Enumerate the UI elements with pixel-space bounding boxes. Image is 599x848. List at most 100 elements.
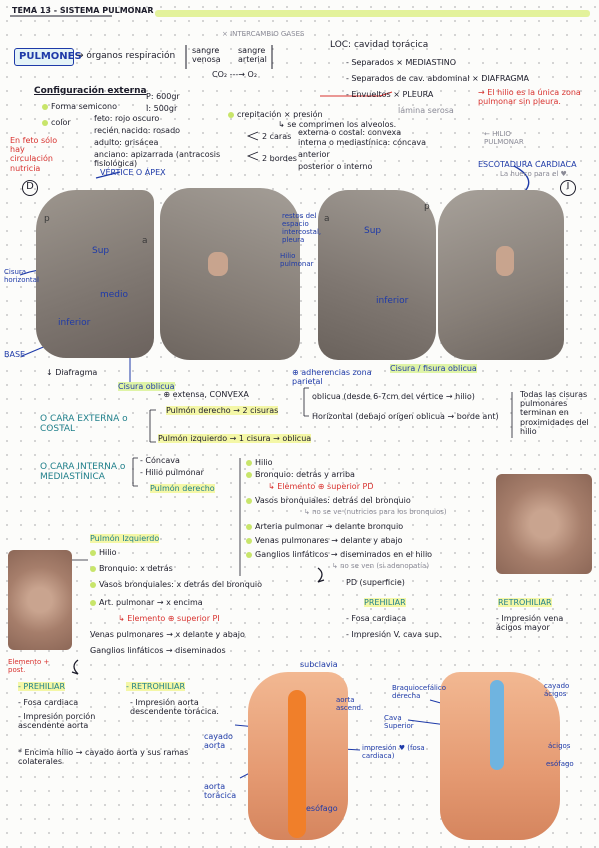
ci-item: ↳ no se ve (nutricios para los bronquios… (304, 508, 447, 516)
label-i: I (560, 180, 576, 196)
sangre-arterial: sangre arterial (238, 46, 267, 65)
pi-retrohiliar: - RETROHILIAR (126, 682, 186, 691)
cara-int: interna o mediastínica: cóncava (298, 138, 427, 147)
bullet-icon (90, 565, 96, 572)
label-p: p (44, 214, 50, 224)
bullet-icon (42, 119, 48, 126)
hilio-pi-photo (8, 550, 72, 650)
bordes: 2 bordes (262, 154, 297, 163)
pi-title: Pulmón Izquierdo (90, 534, 160, 543)
cara-ext-oblicua: oblicua (desde 6-7cm del vértice → hilio… (312, 392, 475, 401)
bullet-icon (42, 103, 48, 110)
lobe-inferior-left: inferior (376, 296, 409, 306)
lobe-sup-left: Sup (364, 226, 382, 236)
label-cava-superior: Cava Superior (384, 714, 414, 731)
bullet-icon (246, 551, 252, 558)
lung-right-medial-image (160, 188, 300, 360)
cisuras-nota: Todas las cisuras pulmonares terminan en… (520, 390, 589, 436)
pi-item: Art. pulmonar → x encima (90, 598, 203, 607)
label-esofago: esófago (306, 804, 338, 813)
page-title: TEMA 13 - SISTEMA PULMONAR (12, 6, 154, 15)
elemento-post: Elemento + post. (8, 658, 50, 675)
pd-sup-title: PD (superficie) (346, 578, 405, 587)
adherencias-label: ⊕ adherencias zona parietal (292, 368, 372, 387)
pd-prehiliar: PREHILIAR (364, 598, 406, 607)
bullet-icon (90, 599, 96, 606)
color-adulto: adulto: grisácea (94, 138, 159, 147)
lamina-serosa: lámina serosa (398, 106, 454, 115)
pulmones-box (14, 48, 74, 66)
intercambio-note: × INTERCAMBIO GASES (222, 30, 305, 38)
lobe-medio: medio (100, 290, 129, 300)
loc-item: - Separados × MEDIASTINO (346, 58, 457, 67)
aorta-shape (288, 690, 306, 838)
vena-cava-shape (490, 680, 504, 770)
color-feto: feto: rojo oscuro (94, 114, 160, 123)
loc-title: LOC: cavidad torácica (330, 40, 429, 50)
peso-i: I: 500gr (146, 104, 178, 113)
color-anciano: anciano: apizarrada (antracosis fisiológ… (94, 150, 221, 169)
pd-retrohiliar: RETROHILIAR (498, 598, 552, 607)
lung-right-lateral-image (36, 190, 154, 358)
cara-externa-label: O CARA EXTERNA o COSTAL (40, 414, 128, 435)
peso-p: P: 600gr (146, 92, 180, 101)
bullet-icon (246, 497, 252, 504)
pi-item: Hilio (90, 548, 117, 557)
cara-ext: externa o costal: convexa (298, 128, 402, 137)
hilio-pd-photo (496, 474, 592, 574)
escotadura-label: ESCOTADURA CARDIACA (478, 160, 577, 169)
cisura-oblicua-left: Cisura / fisura oblicua (390, 364, 477, 374)
ci-hilio: - Hilio pulmonar (140, 468, 204, 477)
comprimen: ↳ se comprimen los alveolos. (278, 120, 397, 129)
ci-item: Arteria pulmonar → delante bronquio (246, 522, 403, 531)
label-cayado-aorta: cayado aorta (204, 732, 233, 751)
bullet-icon (246, 523, 252, 530)
ci-item: Ganglios linfáticos → diseminados en el … (246, 550, 432, 559)
cara-ext-convexa: - ⊕ extensa, CONVEXA (158, 390, 249, 399)
pi-pre-item: - Impresión porción ascendente aorta (18, 712, 96, 731)
color-recien: recién nacido: rosado (94, 126, 181, 135)
cara-interna-label: O CARA INTERNA o MEDIASTÍNICA (40, 462, 126, 483)
pd-retro-item: - Impresión vena ácigos mayor (496, 614, 564, 633)
bullet-icon (246, 459, 252, 466)
pi-nota: * Encima hilio → cayado aorta y sus rama… (18, 748, 189, 767)
restos-label: restos del espacio intercostal, pleura (282, 212, 322, 245)
bullet-icon (90, 549, 96, 556)
label-aorta-ascend: aorta ascend. (336, 696, 364, 713)
pi-item: Ganglios linfáticos → diseminados (90, 646, 226, 655)
config-title: Configuración externa (34, 86, 147, 96)
vertice-label: VÉRTICE O ÁPEX (100, 168, 166, 177)
hilio-pulmonar-fig: Hilio pulmonar (280, 252, 314, 269)
pi-retro-item: - Impresión aorta descendente torácica. (130, 698, 219, 717)
ci-item: Vasos bronquiales: detrás del bronquio (246, 496, 411, 505)
pi-item: Vasos bronquiales: x detrás del bronquio (90, 580, 262, 589)
pi-item: Venas pulmonares → x delante y abajo (90, 630, 245, 639)
pi-pre-item: - Fosa cardiaca (18, 698, 79, 707)
cara-ext-pi: Pulmón izquierdo → 1 cisura → oblicua (158, 434, 312, 443)
label-impresion: impresión ♥ (fosa cardiaca) (362, 744, 425, 761)
bullet-icon (246, 471, 252, 478)
color-label: color (42, 118, 71, 127)
label-d: D (22, 180, 38, 196)
hilio-pulmonar-label: ← HILIO PULMONAR (484, 130, 524, 147)
pi-prehiliar: - PREHILIAR (18, 682, 66, 691)
bullet-icon (228, 111, 234, 118)
crepitacion: crepitación × presión (228, 110, 323, 119)
label-a-left: a (324, 214, 330, 224)
loc-item: - Envueltos × PLEURA (346, 90, 434, 99)
hilio-note: → El hilio es la única zona pulmonar sin… (478, 88, 581, 107)
pi-item: ↳ Elemento ⊕ superior PI (118, 614, 220, 623)
loc-item: - Separados de cav. abdominal × DIAFRAGM… (346, 74, 530, 83)
bullet-icon (90, 581, 96, 588)
co2-o2: CO₂ ---→ O₂ (212, 70, 258, 79)
label-cayado-acigos: cayado ácigos (544, 682, 570, 699)
pulmones-label: PULMONES (19, 51, 82, 62)
label-p-left: p (424, 202, 430, 212)
ci-concava: - Cóncava (140, 456, 180, 465)
ci-pd: Pulmón derecho (150, 484, 215, 493)
label-subclavia: subclavia (300, 660, 338, 669)
label-esofago-right: esófago (546, 760, 574, 768)
feto-note: En feto sólo hay circulación nutricia (10, 136, 58, 173)
ci-item: Bronquio: detrás y arriba (246, 470, 355, 479)
escotadura-sub: La hueco para el ♥ (500, 170, 567, 178)
